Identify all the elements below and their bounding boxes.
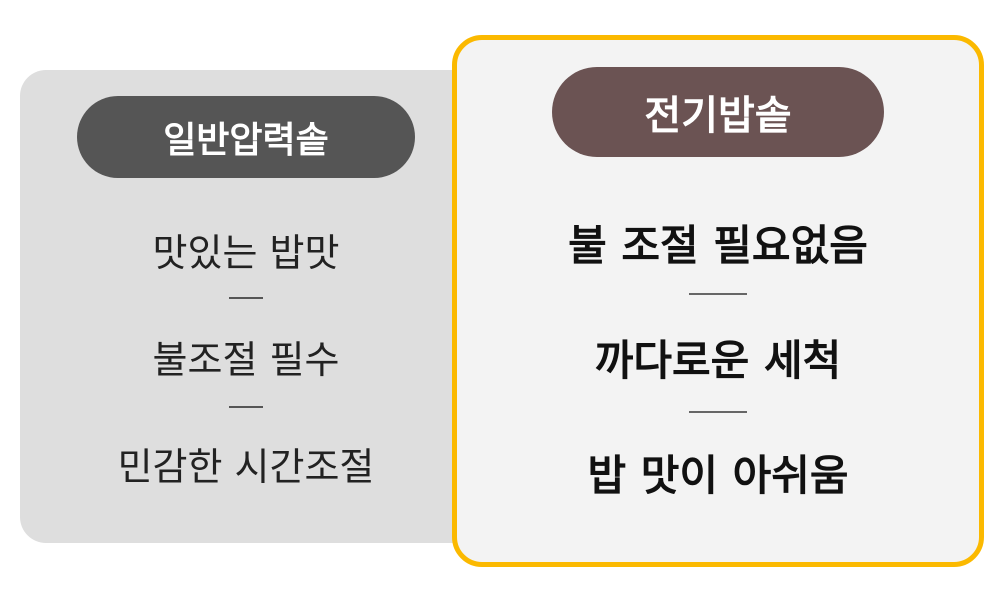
pressure-cooker-item: 민감한 시간조절 (117, 445, 375, 489)
pressure-cooker-item: 맛있는 밥맛 (152, 231, 340, 275)
pressure-cooker-item: 불조절 필수 (152, 338, 340, 382)
pressure-cooker-title: 일반압력솥 (77, 96, 415, 178)
rice-cooker-item: 까다로운 세척 (594, 336, 842, 385)
divider (689, 293, 747, 295)
rice-cooker-title: 전기밥솥 (552, 67, 884, 157)
rice-cooker-item: 밥 맛이 아쉬움 (587, 451, 849, 500)
divider (689, 411, 747, 413)
divider (229, 297, 263, 299)
rice-cooker-item: 불 조절 필요없음 (568, 221, 868, 270)
divider (229, 406, 263, 408)
